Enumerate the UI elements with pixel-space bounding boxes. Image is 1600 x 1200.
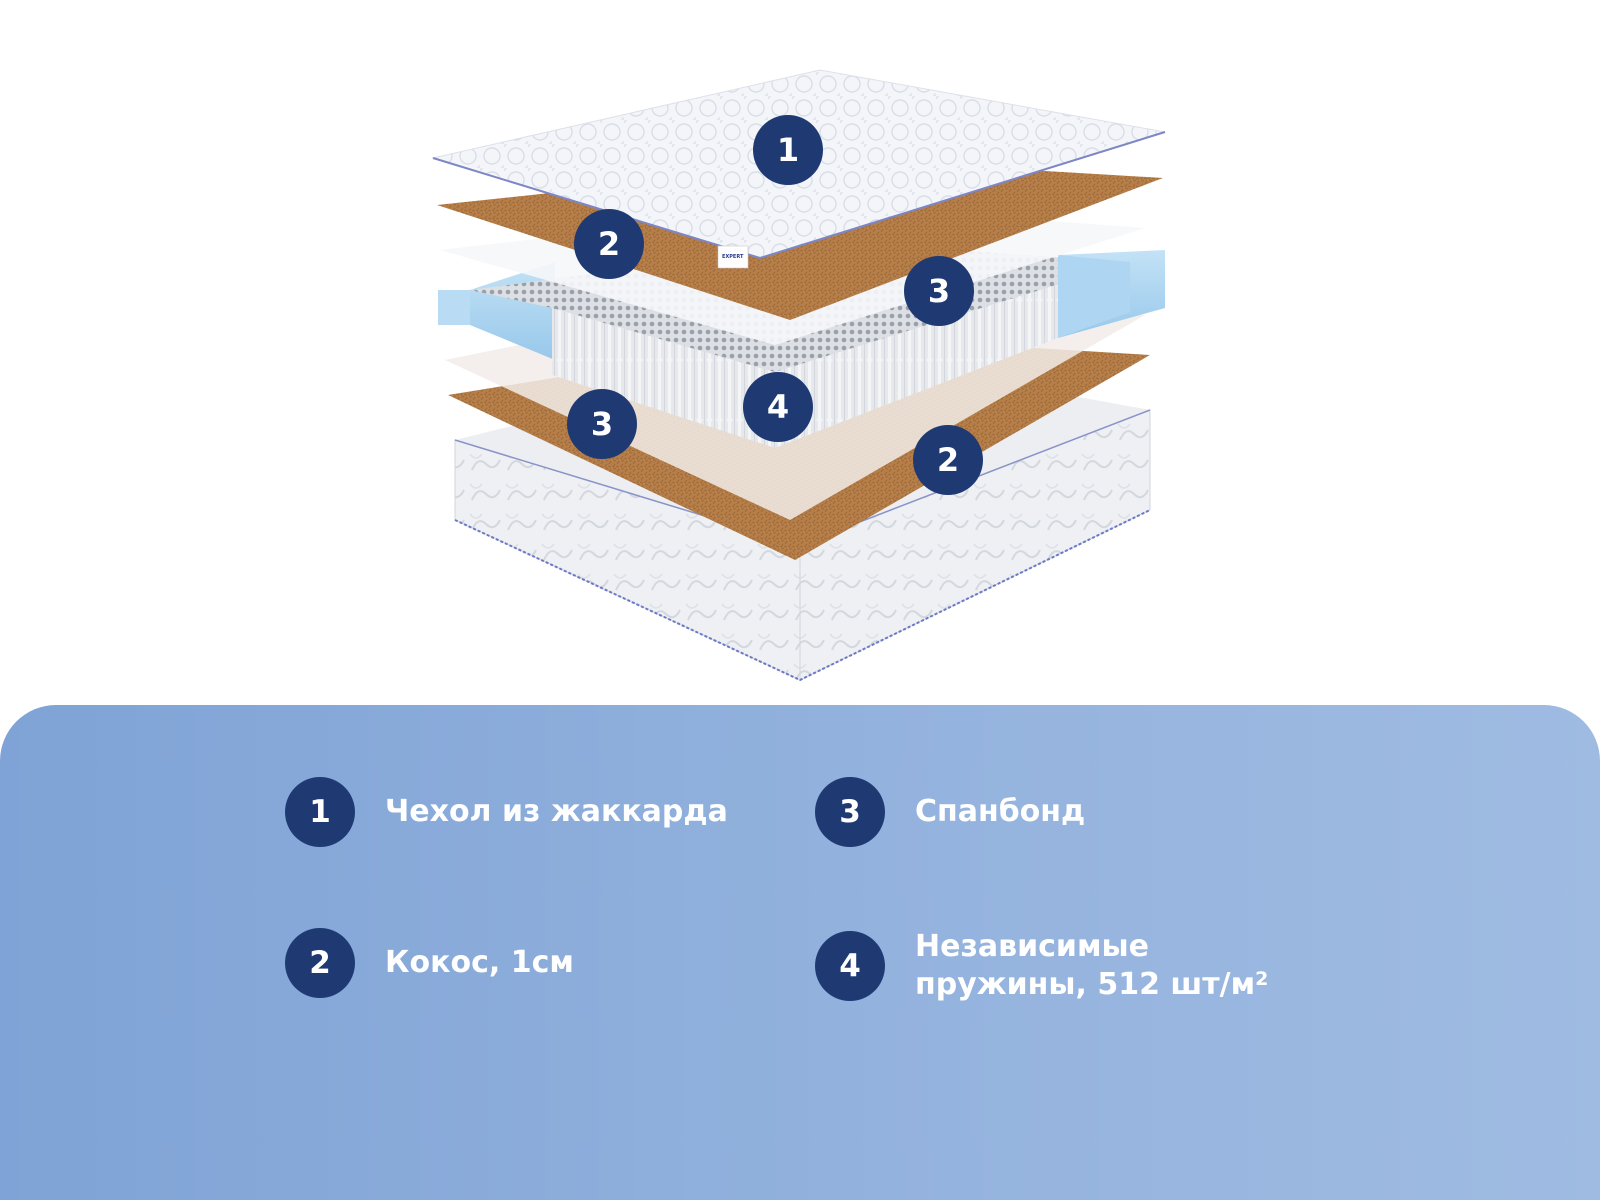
legend-badge: 2: [285, 928, 355, 998]
svg-text:2: 2: [937, 441, 959, 479]
legend-badge: 4: [815, 931, 885, 1001]
legend-panel: 1 Чехол из жаккарда 3 Спанбонд 2 Кокос, …: [0, 705, 1600, 1200]
legend-label: Кокос, 1см: [385, 945, 574, 980]
legend-badge: 1: [285, 777, 355, 847]
svg-text:3: 3: [591, 405, 613, 443]
marker-2-bottom: 2: [913, 425, 983, 495]
legend-label-line2: пружины, 512 шт/м2: [915, 967, 1269, 1002]
legend-item-coconut: 2 Кокос, 1см: [285, 928, 574, 998]
marker-3-bottom: 3: [567, 389, 637, 459]
marker-3-top: 3: [904, 256, 974, 326]
marker-1: 1: [753, 115, 823, 185]
legend-label-line1: Независимые: [915, 929, 1149, 964]
legend-item-cover: 1 Чехол из жаккарда: [285, 777, 728, 847]
legend-label: Независимые пружины, 512 шт/м2: [915, 928, 1268, 1004]
svg-text:EXPERT: EXPERT: [722, 254, 744, 260]
svg-text:3: 3: [928, 272, 950, 310]
legend-badge: 3: [815, 777, 885, 847]
marker-4: 4: [743, 372, 813, 442]
legend-item-spunbond: 3 Спанбонд: [815, 777, 1085, 847]
superscript: 2: [1255, 968, 1269, 990]
svg-text:2: 2: [598, 225, 620, 263]
brand-tag: [717, 245, 749, 269]
legend-item-springs: 4 Независимые пружины, 512 шт/м2: [815, 928, 1268, 1004]
legend-label: Спанбонд: [915, 794, 1086, 829]
mattress-layers-illustration: EXPERT 1 2 3 4 3 2: [431, 69, 1166, 682]
svg-text:1: 1: [777, 131, 799, 169]
svg-text:4: 4: [767, 388, 789, 426]
legend-label: Чехол из жаккарда: [385, 794, 728, 829]
marker-2-top: 2: [574, 209, 644, 279]
